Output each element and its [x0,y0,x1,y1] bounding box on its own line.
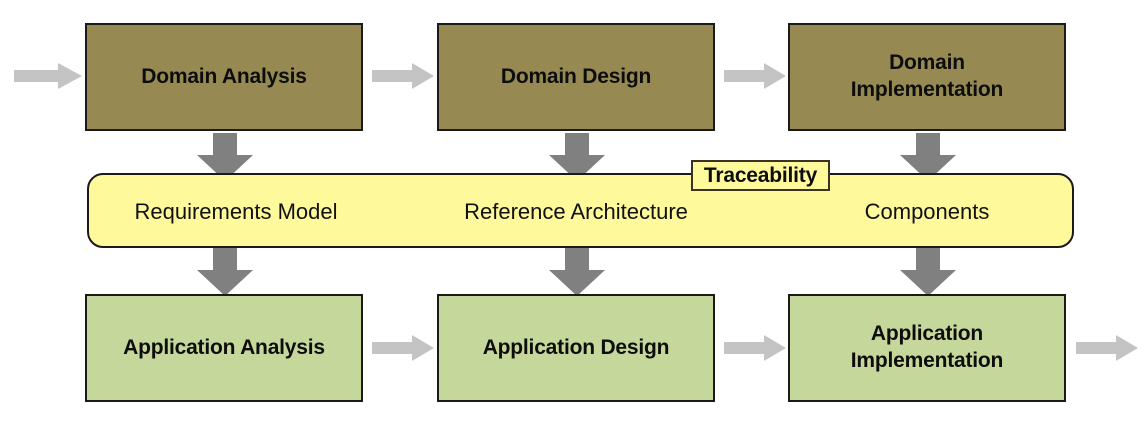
application-analysis-box[interactable]: Application Analysis [85,294,363,402]
app-analysis-to-design-arrow-icon [372,335,434,361]
domain-analysis-label: Domain Analysis [141,64,307,88]
traceability-label: Traceability [703,163,818,187]
domain-implementation-label: Domain Implementation [850,51,1004,101]
domain-implementation-to-components-arrow-icon [900,133,956,181]
domain-design-label: Domain Design [500,64,652,88]
domain-design-box[interactable]: Domain Design [437,23,715,131]
asset-requirements-model-label: Requirements Model [134,199,338,224]
domain-design-to-reference-architecture-arrow-icon [549,133,605,181]
domain-design-to-implementation-arrow-icon [724,63,786,89]
app-design-to-implementation-arrow-icon [724,335,786,361]
traceability-callout[interactable]: Traceability [691,160,830,191]
asset-components-label: Components [864,199,990,224]
domain-analysis-box[interactable]: Domain Analysis [85,23,363,131]
entry-arrow-domain-icon [14,63,82,89]
application-design-label: Application Design [482,335,670,359]
application-design-box[interactable]: Application Design [437,294,715,402]
domain-analysis-to-requirements-model-arrow-icon [197,133,253,181]
application-analysis-label: Application Analysis [123,335,325,359]
core-asset-band [87,173,1074,248]
exit-arrow-application-icon [1076,335,1138,361]
application-implementation-box[interactable]: Application Implementation [788,294,1066,402]
requirements-model-to-application-analysis-arrow-icon [197,248,253,296]
reference-architecture-to-application-design-arrow-icon [549,248,605,296]
asset-reference-architecture-label: Reference Architecture [464,199,688,224]
application-implementation-label: Application Implementation [850,322,1004,372]
components-to-application-implementation-arrow-icon [900,248,956,296]
domain-implementation-box[interactable]: Domain Implementation [788,23,1066,131]
domain-analysis-to-design-arrow-icon [372,63,434,89]
